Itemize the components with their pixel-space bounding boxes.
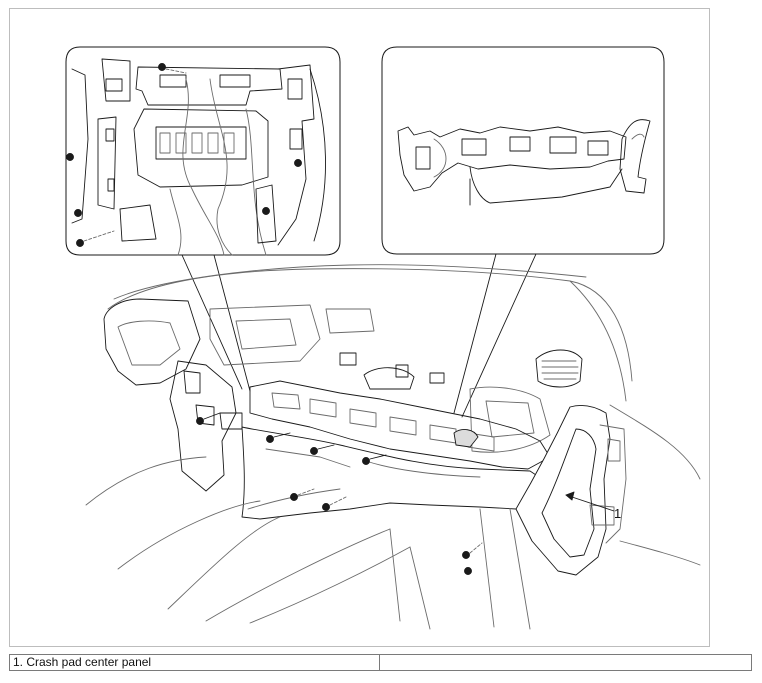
detail-inset-right [381, 46, 665, 255]
detail-inset-left [65, 46, 341, 256]
bolt-icon [196, 417, 472, 575]
callout-arrow [565, 494, 615, 512]
legend-table: 1. Crash pad center panel [9, 654, 752, 671]
crash-pad-diagram: 1 [65, 46, 701, 630]
table-row: 1. Crash pad center panel [9, 654, 752, 671]
callout-number-1: 1 [614, 506, 621, 521]
legend-item-empty [379, 654, 752, 671]
diagram-frame: 1 [9, 8, 710, 647]
bolt-icon [66, 63, 302, 247]
legend-item-1: 1. Crash pad center panel [9, 654, 380, 671]
leader-lines [181, 253, 537, 418]
main-dashboard-view [85, 264, 701, 630]
